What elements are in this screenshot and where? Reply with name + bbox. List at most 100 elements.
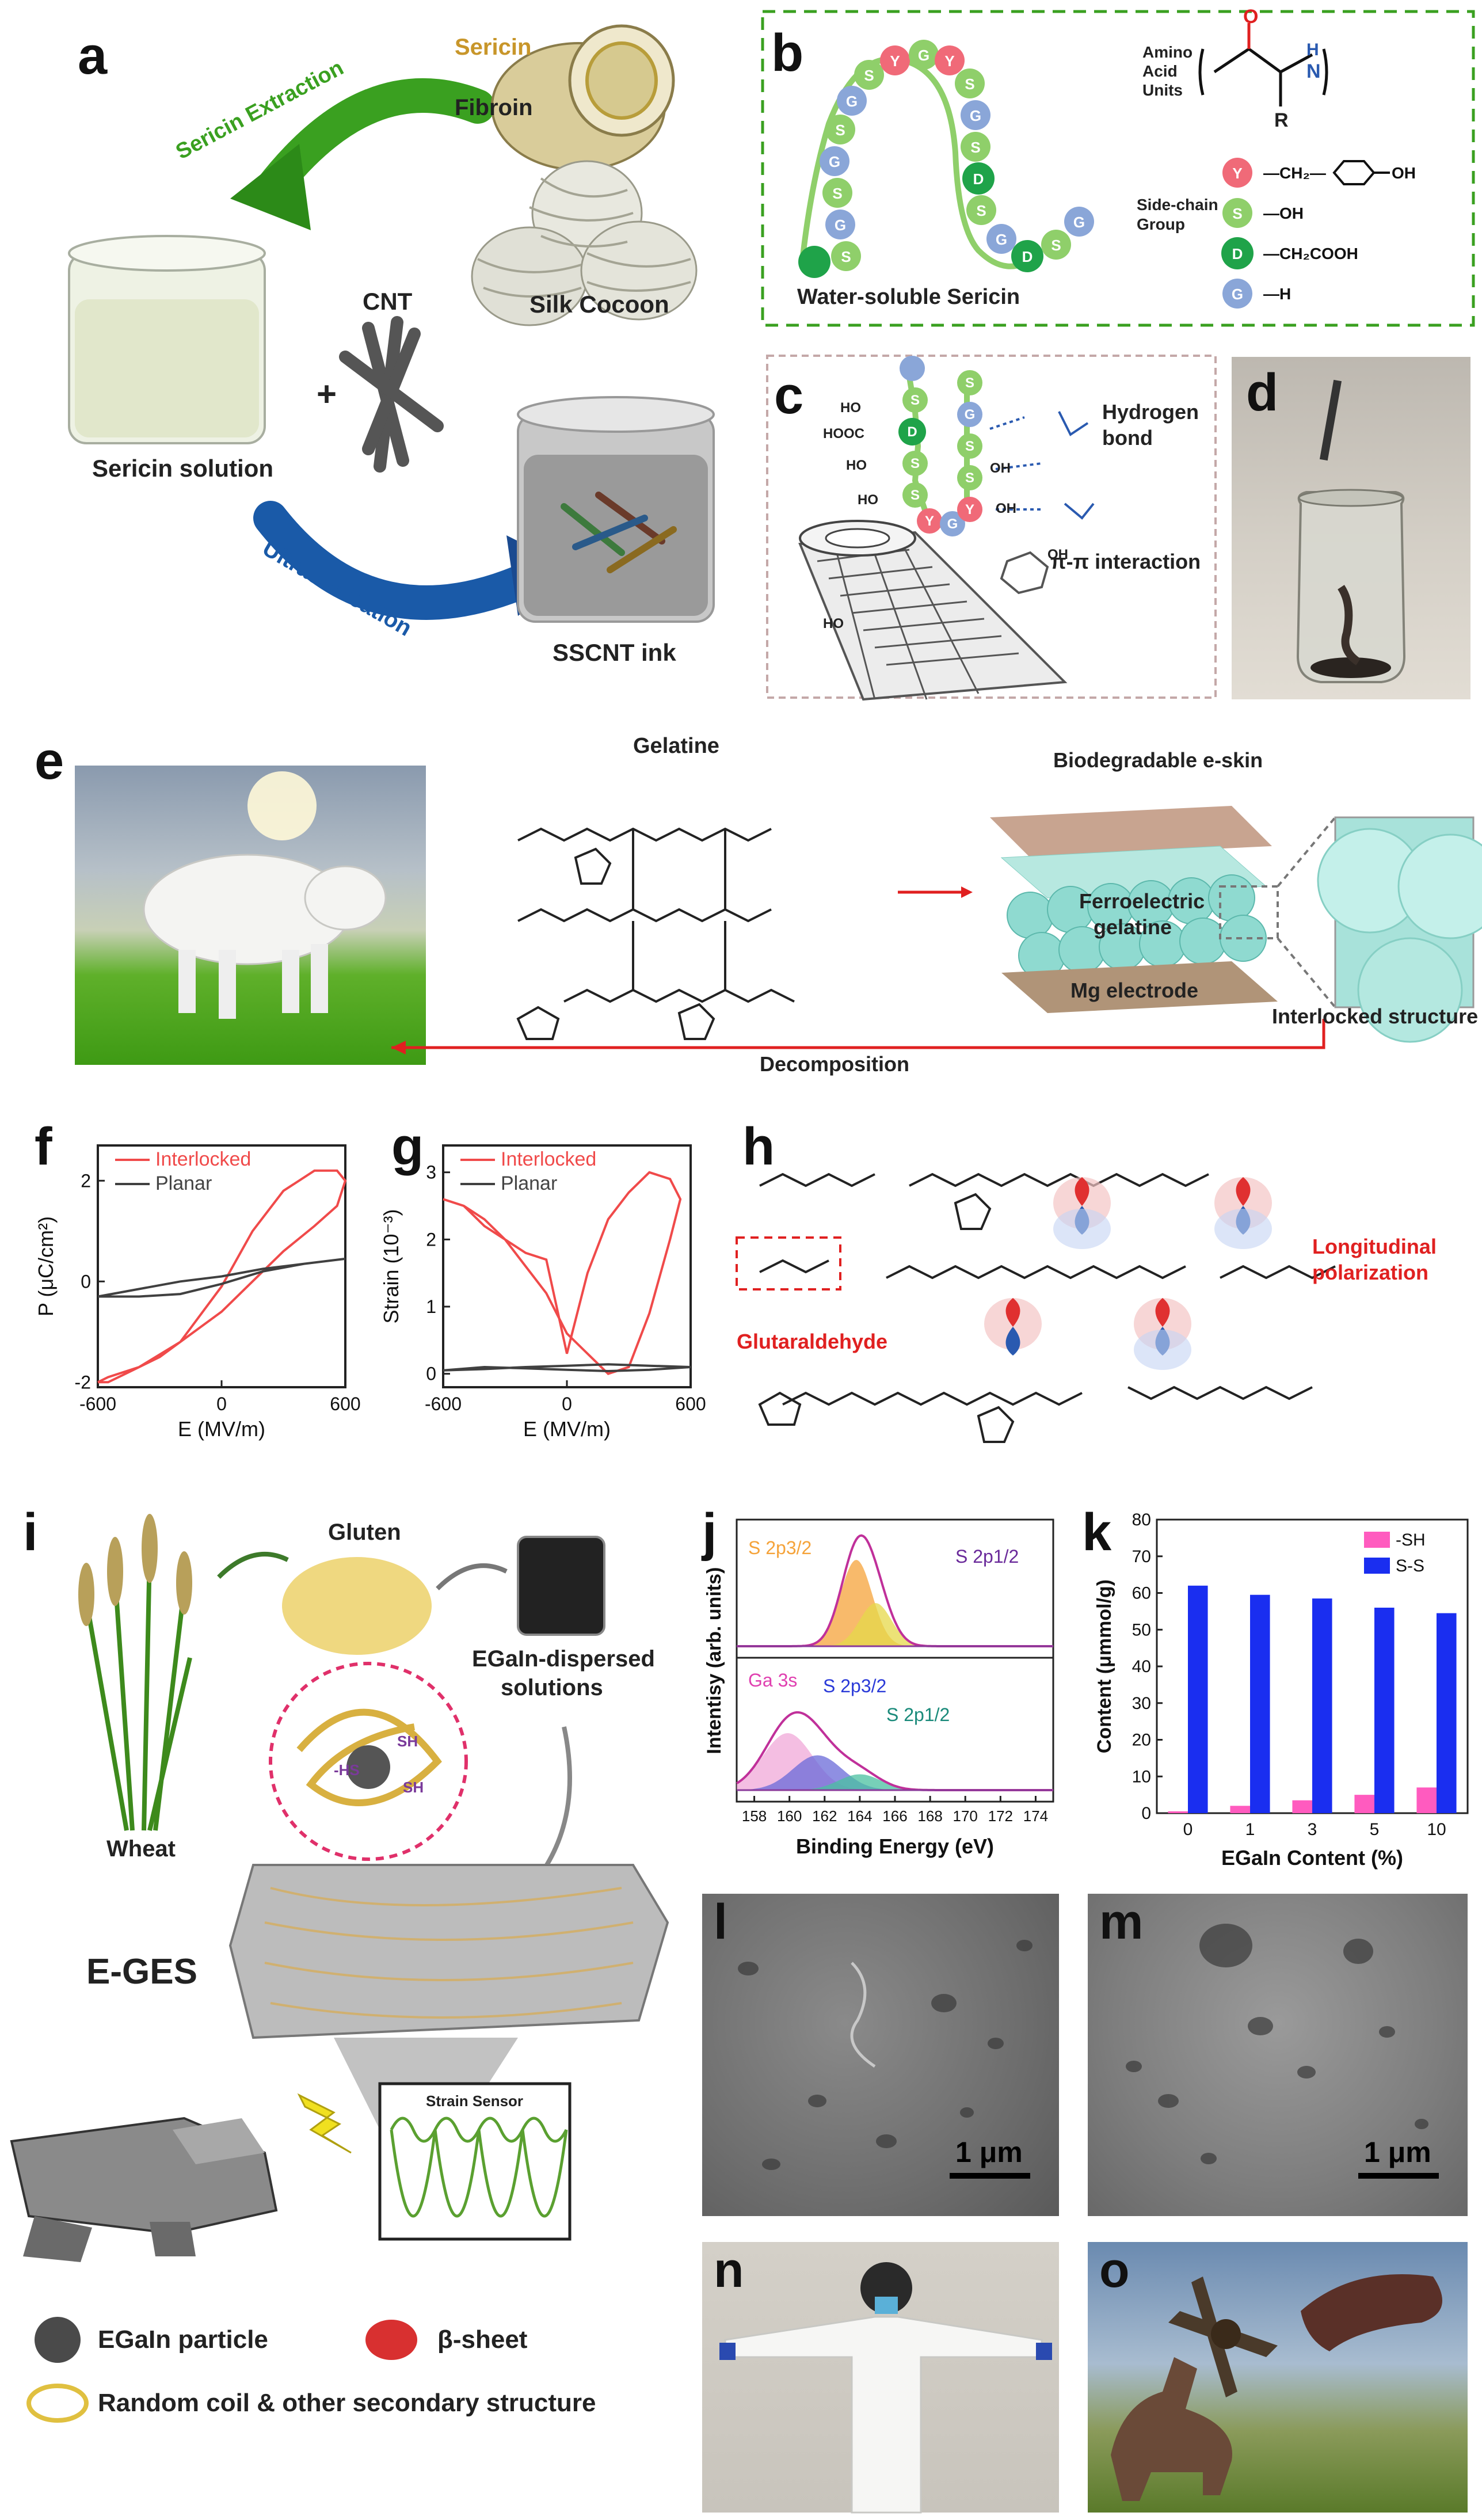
series-line-planar (443, 1363, 691, 1373)
y-tick-label: 0 (1141, 1804, 1151, 1823)
silk-cocoon-label: Silk Cocoon (529, 291, 669, 318)
robot-hand (10, 2117, 278, 2262)
biodegradable-label: Biodegradable e-skin (1053, 748, 1263, 772)
sericin-label: Sericin (455, 35, 532, 60)
egain-dispersed-label-1: EGaIn-dispersed (472, 1646, 655, 1672)
side-chain-label-1: Side-chain (1137, 196, 1218, 214)
svg-text:S: S (965, 439, 974, 454)
sscnt-ink-label: SSCNT ink (553, 639, 676, 666)
bar-sh (1354, 1795, 1374, 1813)
svg-text:S: S (965, 470, 974, 486)
c-group-oh-2: OH (996, 501, 1016, 516)
svg-text:S: S (910, 488, 920, 503)
x-axis-label: E (MV/m) (178, 1417, 265, 1441)
panel-label-l: l (714, 1894, 727, 1950)
panel-label-o: o (1099, 2243, 1130, 2298)
svg-text:G: G (965, 407, 976, 422)
legend-swatch (1364, 1532, 1390, 1548)
bar-sh (1416, 1787, 1437, 1813)
sericin-chain (800, 56, 1038, 269)
panel-label-j: j (702, 1503, 717, 1562)
series-line-interlocked (443, 1171, 682, 1375)
amine-h-label: H (1306, 40, 1319, 59)
gelatine-structure (516, 827, 795, 1040)
x-tick-label: 0 (216, 1394, 227, 1414)
carbon-nanotube (798, 520, 1068, 701)
y-tick-label: 30 (1132, 1694, 1151, 1713)
lightning-icon (297, 2093, 352, 2154)
glutaraldehyde-crosslink-structure (736, 1173, 1336, 1443)
panel-label-c: c (774, 366, 804, 425)
svg-text:G: G (846, 93, 858, 110)
svg-text:—CH₂—: —CH₂— (1263, 164, 1326, 182)
svg-text:S: S (910, 456, 920, 471)
svg-text:Y: Y (944, 52, 954, 70)
legend-label: -SH (1396, 1531, 1426, 1550)
panel-label-f: f (35, 1117, 52, 1176)
bottom-peak (737, 1755, 1053, 1790)
svg-text:OH: OH (1392, 164, 1416, 182)
svg-text:S: S (1051, 237, 1061, 254)
peak-label-s2p12-bottom: S 2p1/2 (886, 1704, 950, 1725)
carbonyl-o-label: O (1243, 6, 1259, 28)
x-tick-label: 0 (1183, 1820, 1193, 1839)
interlocked-structure-label: Interlocked structure (1272, 1004, 1479, 1028)
svg-text:D: D (973, 170, 984, 188)
svg-text:Y: Y (1232, 165, 1242, 182)
legend-label: Interlocked (501, 1148, 596, 1170)
c-group-oh-3: OH (1047, 547, 1068, 562)
c-group-ho-1: HO (840, 400, 861, 416)
panel-label-a: a (78, 26, 108, 85)
top-peak (737, 1603, 1053, 1646)
x-tick-label: 162 (812, 1807, 837, 1825)
bar-ss (1437, 1613, 1457, 1813)
panel-label-e: e (35, 732, 64, 790)
sericin-solution-label: Sericin solution (92, 455, 274, 482)
beta-sheet-icon (365, 2320, 417, 2360)
decomposition-label: Decomposition (760, 1052, 910, 1076)
x-tick-label: -600 (425, 1394, 462, 1414)
bar-sh (1230, 1806, 1250, 1813)
peak-label-s2p12-top: S 2p1/2 (955, 1546, 1019, 1567)
svg-text:S: S (864, 67, 874, 84)
panel-label-m: m (1099, 1894, 1144, 1950)
y-tick-label: 40 (1132, 1657, 1151, 1676)
egain-beaker (517, 1536, 605, 1636)
hydrogen-bond-label-2: bond (1102, 426, 1153, 450)
y-tick-label: 20 (1132, 1731, 1151, 1750)
plus-sign: + (317, 375, 337, 413)
x-tick-label: 172 (988, 1807, 1013, 1825)
y-tick-label: 2 (426, 1229, 436, 1250)
bar-sh (1168, 1811, 1188, 1813)
random-coil-icon (26, 2384, 89, 2423)
sericin-beaker (68, 235, 266, 444)
gluten-label: Gluten (328, 1520, 401, 1545)
strain-sensor-box (378, 2082, 572, 2241)
sem-image-m: m 1 μm (1088, 1894, 1468, 2216)
plot-frame (97, 1144, 346, 1388)
fibroin-label: Fibroin (455, 95, 533, 120)
svg-text:S: S (910, 393, 920, 408)
sericin-bead-set: S G S G S G S Y G Y S G S D S G D S G (760, 9, 1163, 296)
amino-acid-units-label-1: Amino (1142, 43, 1193, 61)
svg-text:Y: Y (925, 513, 934, 529)
longitudinal-label-2: polarization (1312, 1261, 1429, 1284)
x-axis-label: EGaIn Content (%) (1221, 1846, 1403, 1870)
side-chain-legend: Y S D G —CH₂— OH —OH —CH₂COOH —H (1217, 155, 1459, 322)
panel-label-k: k (1082, 1503, 1112, 1562)
peak-label-s2p32-top: S 2p3/2 (748, 1537, 812, 1558)
svg-text:S: S (1232, 205, 1242, 222)
ferroelectric-label-1: Ferroelectric (1079, 889, 1205, 913)
panel-label-g: g (391, 1117, 424, 1176)
longitudinal-label-1: Longitudinal (1312, 1235, 1437, 1258)
ferroelectric-label-2: gelatine (1094, 915, 1172, 939)
y-tick-label: 3 (426, 1162, 436, 1183)
panel-label-n: n (714, 2243, 744, 2298)
panel-b-frame (761, 10, 1475, 327)
c-group-hooc: HOOC (823, 426, 864, 441)
y-axis-label: Strain (10⁻³) (379, 1209, 403, 1323)
